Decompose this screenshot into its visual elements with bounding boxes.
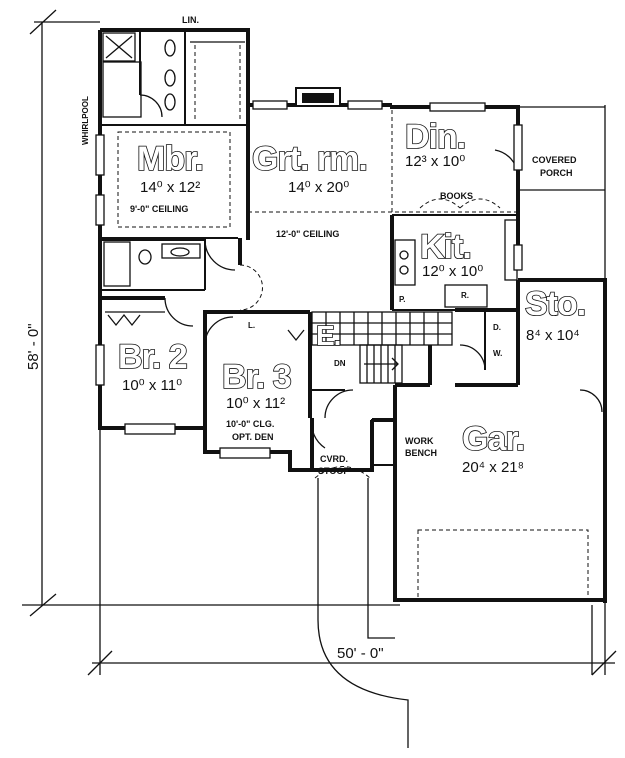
fixtures	[102, 32, 606, 748]
linen-closet-label: L.	[248, 321, 255, 330]
stair-dn-label: DN	[334, 359, 346, 368]
room-size-gar: 20⁴ x 21⁸	[462, 459, 524, 476]
room-size-mbr: 14⁰ x 12²	[140, 179, 200, 196]
room-name-mbr: Mbr.	[137, 140, 203, 178]
range-label: R.	[461, 291, 469, 300]
room-note-br3-den: OPT. DEN	[232, 432, 274, 442]
work-bench	[371, 419, 396, 466]
room-name-gar: Gar.	[462, 420, 524, 458]
pantry-label: P.	[399, 295, 406, 304]
whirlpool-label: WHIRLPOOL	[81, 96, 90, 145]
room-name-br3: Br. 3	[222, 358, 291, 396]
door-swings	[139, 94, 603, 479]
room-name-kit: Kit.	[420, 228, 471, 266]
whirlpool-tub	[102, 61, 142, 118]
room-size-grt: 14⁰ x 20⁰	[288, 179, 349, 196]
ceiling-lines	[248, 110, 518, 213]
garage-door	[417, 529, 589, 601]
room-name-sto: Sto.	[525, 285, 585, 323]
windows	[95, 100, 523, 459]
room-name-din: Din.	[405, 118, 465, 156]
ceiling-12-label: 12'-0" CEILING	[276, 229, 339, 239]
room-size-din: 12³ x 10⁰	[405, 153, 465, 170]
interior-walls	[100, 30, 520, 466]
room-size-br3: 10⁰ x 11²	[226, 395, 285, 412]
books-label: BOOKS	[440, 191, 473, 201]
depth-dimension: 58' - 0"	[25, 323, 42, 370]
room-name-entry: E.	[316, 320, 340, 351]
dryer-label: D.	[493, 323, 501, 332]
room-note-mbr: 9'-0" CEILING	[130, 204, 188, 214]
shower	[102, 32, 136, 62]
work-bench-label-2: BENCH	[405, 448, 437, 458]
room-name-grt: Grt. rm.	[252, 140, 367, 178]
hall-tub	[103, 241, 131, 287]
covered-porch-label-1: COVERED	[532, 155, 577, 165]
width-dimension: 50' - 0"	[337, 645, 384, 662]
room-name-br2: Br. 2	[118, 338, 187, 376]
covered-porch-label-2: PORCH	[540, 168, 573, 178]
dimension-lines	[22, 9, 617, 676]
washer-label: W.	[493, 349, 502, 358]
stair-icon	[359, 344, 403, 384]
lin-label: LIN.	[182, 15, 199, 25]
room-size-kit: 12⁰ x 10⁰	[422, 263, 483, 280]
annotation-labels: LIN. WHIRLPOOL COVERED PORCH BOOKS 12'-0…	[81, 15, 577, 476]
fireplace-icon	[295, 87, 341, 107]
room-labels: Mbr. 14⁰ x 12² 9'-0" CEILING Grt. rm. 14…	[117, 117, 587, 476]
room-size-br2: 10⁰ x 11⁰	[122, 377, 182, 394]
stoop-label-2: STOOP	[318, 466, 349, 476]
room-size-sto: 8⁴ x 10⁴	[526, 327, 580, 344]
stoop-label-1: CVRD.	[320, 454, 348, 464]
room-note-br3-clg: 10'-0" CLG.	[226, 419, 274, 429]
work-bench-label-1: WORK	[405, 436, 434, 446]
